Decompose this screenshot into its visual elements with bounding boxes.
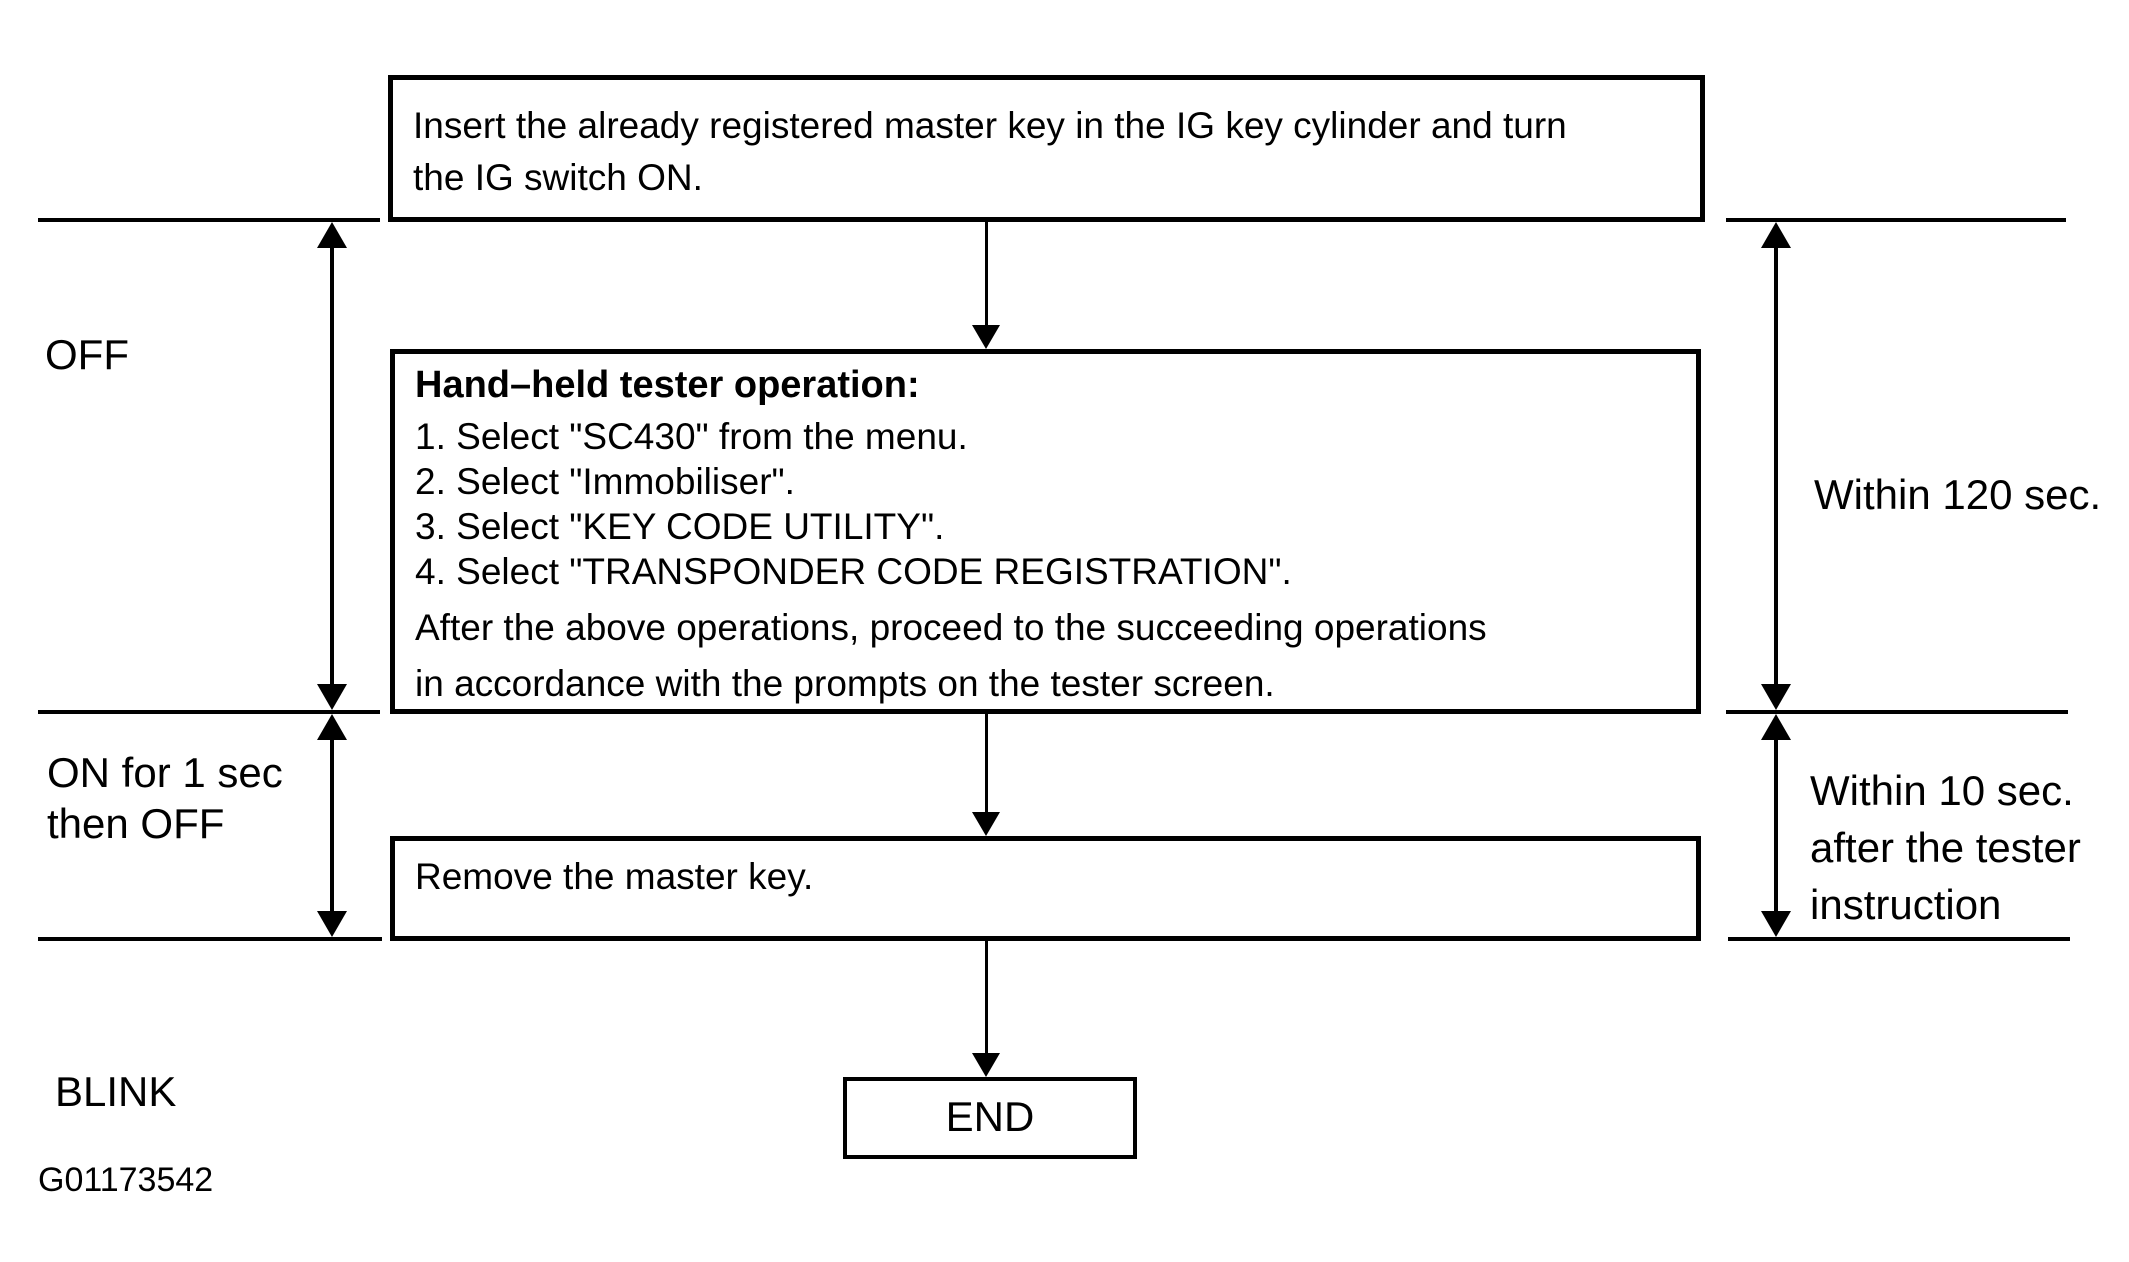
off-label: OFF [45, 331, 129, 378]
step3-text: Remove the master key. [415, 856, 814, 897]
left-measure-line-on [330, 732, 334, 916]
step2-note: After the above operations, proceed to t… [415, 600, 1696, 712]
figure-id: G01173542 [38, 1161, 214, 1199]
right-measure-line-10 [1774, 732, 1778, 916]
flow-down-arrowhead-icon [972, 1053, 1000, 1077]
left-measure-line-off [330, 240, 334, 690]
left-tick-line-1 [38, 218, 380, 222]
step2-title: Hand–held tester operation: [415, 364, 920, 406]
step2-note-line1: After the above operations, proceed to t… [415, 607, 1487, 648]
down-arrowhead-icon [317, 911, 347, 937]
end-box: END [843, 1077, 1137, 1159]
on-label-line1: ON for 1 sec [47, 749, 283, 796]
on-label: ON for 1 sec then OFF [47, 747, 283, 849]
within-10-label-line3: instruction [1810, 881, 2002, 928]
right-tick-line-1 [1726, 218, 2066, 222]
step2-item-2: 2. Select "Immobiliser". [415, 461, 795, 502]
step2-item-1: 1. Select "SC430" from the menu. [415, 416, 968, 457]
connector-line-3 [985, 941, 988, 1057]
end-text: END [945, 1093, 1035, 1140]
step2-note-line2: in accordance with the prompts on the te… [415, 663, 1275, 704]
step1-text-line1: Insert the already registered master key… [413, 105, 1567, 146]
connector-line-1 [985, 222, 988, 328]
flow-down-arrowhead-icon [972, 325, 1000, 349]
down-arrowhead-icon [1761, 684, 1791, 710]
right-tick-line-2 [1726, 710, 2068, 714]
step1-box: Insert the already registered master key… [388, 75, 1705, 222]
right-measure-line-120 [1774, 240, 1778, 690]
step2-item-3: 3. Select "KEY CODE UTILITY". [415, 506, 945, 547]
down-arrowhead-icon [1761, 911, 1791, 937]
step3-box: Remove the master key. [390, 836, 1701, 941]
right-tick-line-3 [1728, 937, 2070, 941]
down-arrowhead-icon [317, 684, 347, 710]
on-label-line2: then OFF [47, 800, 225, 847]
within-120-label: Within 120 sec. [1814, 471, 2102, 518]
step1-text-line2: the IG switch ON. [413, 157, 703, 198]
left-tick-line-3 [38, 937, 382, 941]
within-10-label-line2: after the tester [1810, 824, 2081, 871]
step2-item-list: 1. Select "SC430" from the menu. 2. Sele… [415, 414, 1696, 594]
step2-box: Hand–held tester operation: 1. Select "S… [390, 349, 1701, 714]
connector-line-2 [985, 714, 988, 816]
within-10-label: Within 10 sec. after the tester instruct… [1810, 762, 2081, 933]
flow-down-arrowhead-icon [972, 812, 1000, 836]
blink-label: BLINK [55, 1068, 177, 1115]
within-10-label-line1: Within 10 sec. [1810, 767, 2074, 814]
step2-item-4: 4. Select "TRANSPONDER CODE REGISTRATION… [415, 551, 1292, 592]
left-tick-line-2 [38, 710, 380, 714]
